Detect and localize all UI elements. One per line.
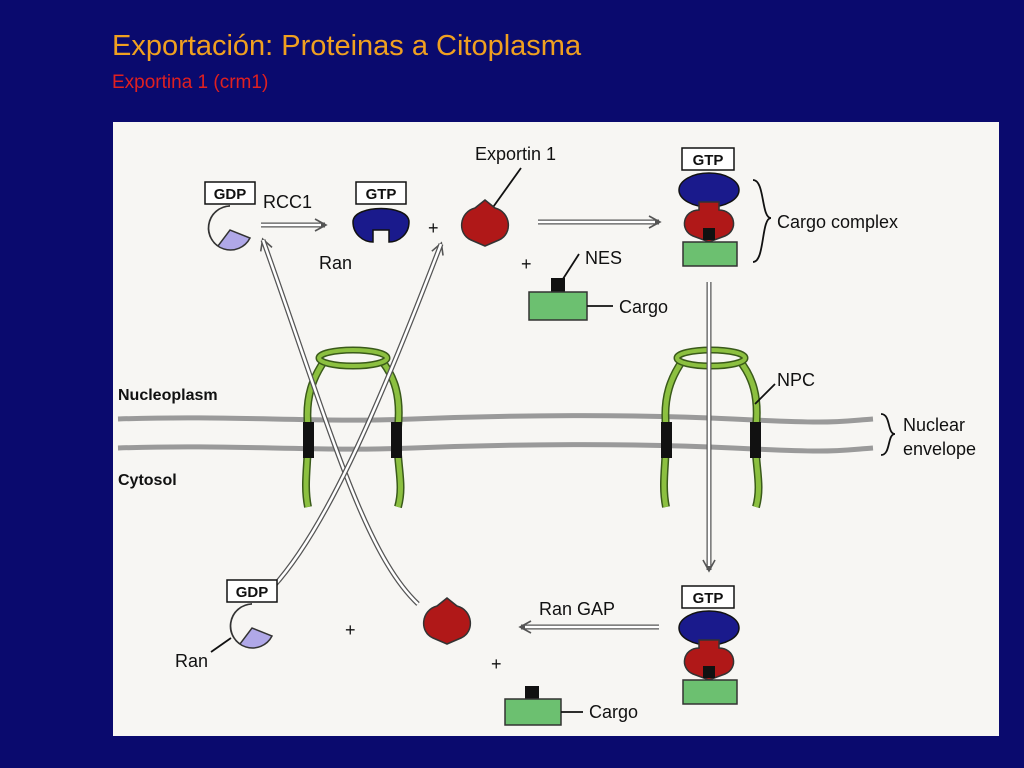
slide-title: Exportación: Proteinas a Citoplasma	[112, 30, 582, 62]
crossing-arrows	[259, 237, 444, 606]
ran-leader-line-bottom	[210, 637, 232, 653]
rcc1-label: RCC1	[263, 192, 312, 212]
ran-gdp-cytosol: GDP	[226, 579, 278, 649]
nucleoplasm-label: Nucleoplasm	[118, 387, 218, 404]
npc-right	[659, 346, 763, 509]
ran-gtp-shape-top	[352, 207, 410, 243]
cargo-complex-brace	[752, 179, 772, 263]
gdp-label-bottom: GDP	[236, 584, 269, 601]
nes-signal-top	[551, 278, 565, 292]
exportin-in-complex-bottom	[683, 639, 735, 681]
plus-sign-1: +	[428, 218, 439, 238]
nes-cargo-nucleus	[528, 278, 588, 321]
cytosol-label: Cytosol	[118, 472, 177, 489]
nuclear-envelope-label-1: Nuclear	[903, 415, 965, 435]
gdp-tag-bottom	[226, 579, 278, 603]
nes-signal-bottom	[525, 686, 539, 700]
ran-label-bottom: Ran	[175, 651, 208, 671]
export-diagram-figure: GDP RCC1 GTP Ran + Exportin 1 GTP Cargo …	[113, 122, 999, 736]
exportin-label: Exportin 1	[475, 144, 556, 164]
exportin-leader-line	[490, 167, 522, 211]
nuclear-envelope-label-2: envelope	[903, 439, 976, 459]
cargo-complex-label: Cargo complex	[777, 212, 898, 232]
plus-sign-2: +	[521, 254, 532, 274]
nes-leader-line	[560, 253, 580, 283]
cargo-shape-top	[528, 291, 588, 321]
gtp-label-complex-bottom: GTP	[693, 590, 724, 607]
gdp-label-top: GDP	[214, 186, 247, 203]
gtp-tag-top	[355, 181, 407, 205]
ran-gtp-nucleus: GTP	[352, 181, 410, 243]
ran-gdp-shape-bottom	[229, 603, 274, 649]
ran-gdp-nucleus: GDP	[204, 181, 256, 251]
ran-gdp-shape-top	[207, 205, 252, 251]
cargo-in-complex-top	[682, 241, 738, 267]
plus-sign-3: +	[345, 620, 356, 640]
npc-leader-line	[754, 383, 776, 405]
ran-gap-label: Ran GAP	[539, 599, 615, 619]
cargo-shape-bottom	[504, 698, 562, 726]
npc-left	[301, 346, 405, 509]
exportin-shape-bottom	[423, 597, 471, 645]
cargo-label-top: Cargo	[619, 297, 668, 317]
exportin-in-complex-top	[683, 201, 735, 243]
gtp-tag-complex-bottom	[681, 585, 735, 609]
cargo-complex-cytosol: GTP	[678, 585, 740, 705]
gtp-tag-complex-top	[681, 147, 735, 171]
nes-cargo-cytosol	[504, 686, 562, 726]
gtp-label-top: GTP	[366, 186, 397, 203]
npc-label: NPC	[777, 370, 815, 390]
nes-label: NES	[585, 248, 622, 268]
ran-label-top: Ran	[319, 253, 352, 273]
gdp-tag-top	[204, 181, 256, 205]
cargo-label-bottom: Cargo	[589, 702, 638, 722]
exportin-shape-top	[461, 199, 509, 247]
plus-sign-4: +	[491, 654, 502, 674]
nuclear-envelope-brace	[880, 413, 896, 456]
nuclear-envelope-membranes	[117, 413, 874, 454]
slide-subtitle: Exportina 1 (crm1)	[112, 72, 269, 93]
cargo-complex-nucleus: GTP	[678, 147, 740, 267]
cargo-in-complex-bottom	[682, 679, 738, 705]
gtp-label-complex-top: GTP	[693, 152, 724, 169]
